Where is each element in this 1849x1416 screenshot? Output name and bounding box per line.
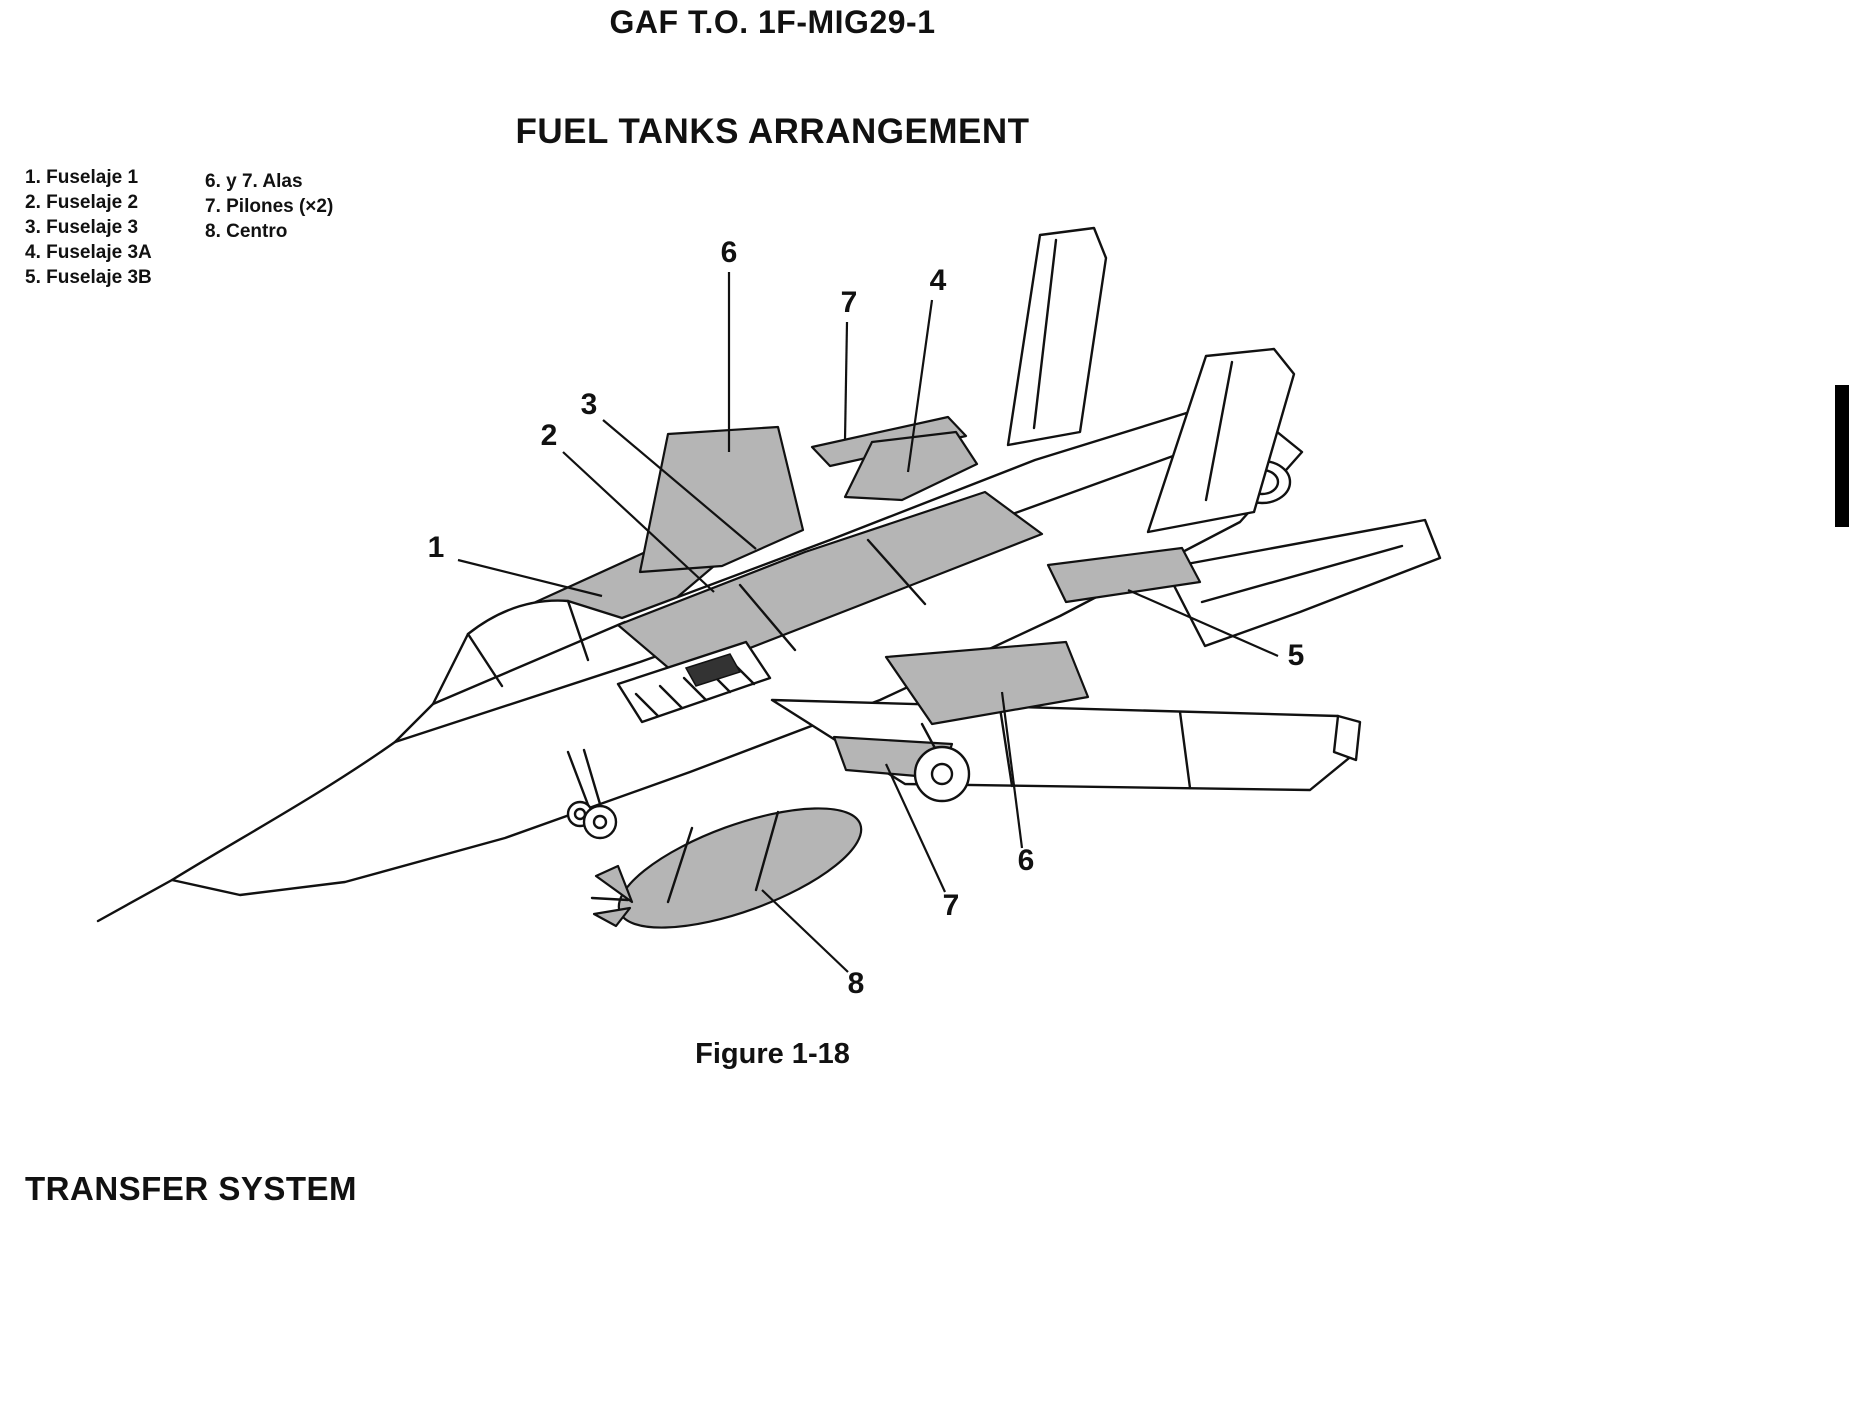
- legend-item: 3. Fuselaje 3: [25, 217, 139, 238]
- leader-line-5: [1127, 588, 1279, 658]
- main-gear-strut: [920, 722, 938, 752]
- callout-leaders: [457, 272, 1279, 973]
- louver-line: [658, 684, 684, 710]
- aileron-line: [1178, 710, 1192, 790]
- callout-number-7-bottom: 7: [943, 889, 960, 922]
- callout-number-2: 2: [541, 419, 558, 452]
- canopy-rear-frame: [566, 599, 590, 662]
- louver-line: [682, 676, 708, 702]
- pitot-boom: [96, 878, 174, 923]
- wingtip-rail: [1332, 714, 1362, 762]
- callout-number-6-bottom: 6: [1018, 844, 1035, 877]
- leader-line-6-bottom: [1000, 691, 1024, 849]
- leader-line-8: [761, 889, 849, 973]
- section-heading: TRANSFER SYSTEM: [25, 1170, 358, 1207]
- leader-line-7-bottom: [885, 763, 946, 893]
- far-fin-outline: [1006, 226, 1108, 447]
- nose-wheel: [582, 804, 618, 840]
- drop-tank-body: [617, 807, 863, 929]
- drop-tank-fin-line: [590, 896, 630, 902]
- callout-numbers: 6 7 4 3 2 1 5 6 7 8: [428, 236, 1305, 1000]
- leader-line-3: [602, 419, 757, 550]
- tank-division-line: [866, 538, 927, 606]
- callout-number-3: 3: [581, 388, 598, 421]
- far-vertical-fin: [1006, 226, 1108, 447]
- figure-title: FUEL TANKS ARRANGEMENT: [515, 112, 1030, 151]
- legend-column-1: 1. Fuselaje 1 2. Fuselaje 2 3. Fuselaje …: [25, 165, 152, 290]
- near-stab-line: [1200, 544, 1404, 604]
- legend-item: 6. y 7. Alas: [205, 171, 303, 192]
- legend-item: 7. Pilones (×2): [205, 196, 334, 217]
- intake-grid-detail: [684, 653, 742, 687]
- near-stab-outline: [1163, 518, 1442, 648]
- canopy-base-line: [431, 620, 627, 706]
- main-wheel: [913, 745, 971, 803]
- legend-column-2: 6. y 7. Alas 7. Pilones (×2) 8. Centro: [205, 169, 333, 244]
- drop-tank-ring: [754, 810, 780, 892]
- nose-gear-strut: [566, 750, 592, 812]
- callout-number-5: 5: [1288, 639, 1305, 672]
- fuselage-tank-3b: [1046, 546, 1202, 604]
- intake-louver-panel: [616, 640, 772, 724]
- nose-gear-strut: [582, 748, 602, 806]
- leader-line-1: [457, 558, 603, 598]
- callout-number-8: 8: [848, 967, 865, 1000]
- drop-tank: [590, 807, 863, 929]
- wing-tank-top: [638, 425, 805, 574]
- fuselage-tank-3a: [843, 430, 979, 502]
- legend-item: 1. Fuselaje 1: [25, 167, 139, 188]
- flap-line: [998, 706, 1014, 788]
- near-stabilizer: [1163, 518, 1442, 648]
- callout-number-4: 4: [930, 264, 947, 297]
- landing-gear: [566, 722, 971, 840]
- windshield-frame: [466, 632, 504, 688]
- wing-tank-bottom: [884, 640, 1090, 726]
- page-edge-tab: [1835, 385, 1849, 527]
- callout-number-6-top: 6: [721, 236, 738, 269]
- callout-number-7-top: 7: [841, 286, 858, 319]
- legend-item: 4. Fuselaje 3A: [25, 242, 152, 263]
- legend-item: 2. Fuselaje 2: [25, 192, 139, 213]
- far-fin-rudder-line: [1032, 238, 1058, 430]
- leader-line-2: [562, 451, 715, 593]
- louver-line: [634, 692, 660, 718]
- legend-item: 8. Centro: [205, 221, 288, 242]
- drop-tank-fin: [592, 906, 632, 928]
- tank-division-line: [738, 583, 797, 652]
- near-fin-rudder-line: [1204, 360, 1234, 502]
- nose-wheel-hub: [592, 814, 608, 830]
- leader-line-4: [906, 299, 934, 473]
- drop-tank-ring: [666, 826, 694, 904]
- legend-item: 5. Fuselaje 3B: [25, 267, 152, 288]
- main-wheel-hub: [930, 762, 954, 786]
- document-header: GAF T.O. 1F-MIG29-1: [609, 4, 936, 40]
- figure-caption: Figure 1-18: [695, 1038, 850, 1070]
- near-fin-outline: [1146, 347, 1296, 534]
- leader-line-7-top: [843, 321, 849, 441]
- drop-tank-fin: [594, 864, 634, 904]
- callout-number-1: 1: [428, 531, 445, 564]
- near-vertical-fin: [1146, 347, 1296, 534]
